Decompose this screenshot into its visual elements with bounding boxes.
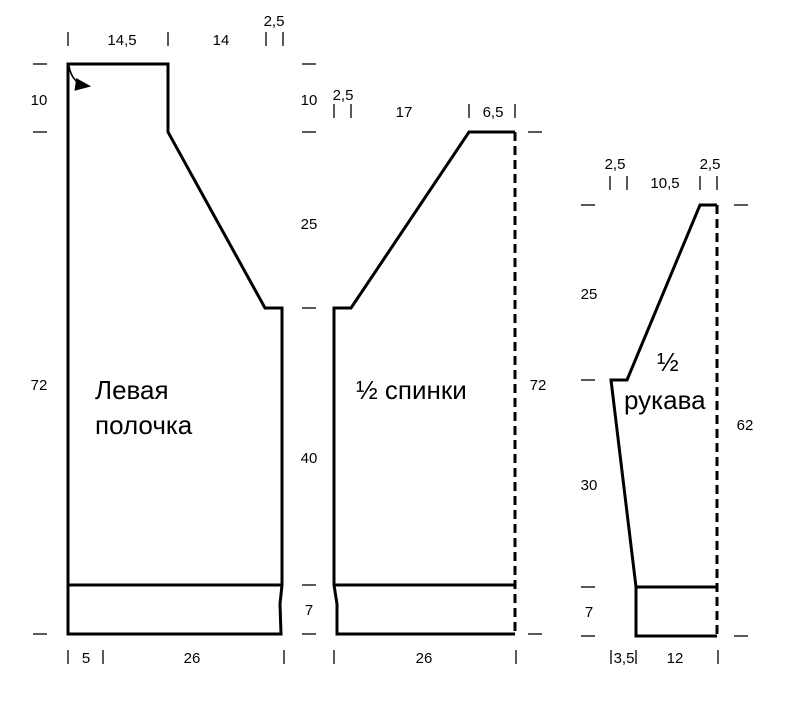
dim-front-shoulder-height: 10: [31, 92, 48, 109]
dim-sleeve-top-left-small: 2,5: [605, 156, 626, 173]
half-sleeve-piece: ½ рукава 2,5 10,5 2,5 25 30 7 62 3,5 12: [581, 156, 754, 667]
dim-sleeve-top-right-small: 2,5: [700, 156, 721, 173]
dim-sleeve-total-height: 62: [737, 417, 754, 434]
left-front-outline: [66, 62, 284, 636]
middle-height-column: 10 25 40 7: [301, 63, 318, 635]
left-front-title-line2: полочка: [95, 410, 193, 440]
dim-front-total-height: 72: [31, 377, 48, 394]
half-sleeve-title-line2: рукава: [624, 385, 706, 415]
dim-back-total-height: 72: [530, 377, 547, 394]
dim-sleeve-bottom-width: 12: [667, 650, 684, 667]
half-back-title: ½ спинки: [356, 375, 467, 405]
dim-body-height: 40: [301, 450, 318, 467]
dim-front-bottom-band: 5: [82, 650, 90, 667]
dim-sleeve-cap-height: 25: [581, 286, 598, 303]
dim-front-bottom-width: 26: [184, 650, 201, 667]
dim-sleeve-body-height: 30: [581, 477, 598, 494]
dim-armhole-height: 25: [301, 216, 318, 233]
dim-front-shoulder-height-right: 10: [301, 92, 318, 109]
dim-band-height: 7: [305, 602, 313, 619]
dim-front-top-small: 2,5: [264, 13, 285, 30]
half-back-outline: [332, 130, 515, 636]
left-front-title-line1: Левая: [95, 375, 169, 405]
dim-front-neck-width: 14: [213, 32, 230, 49]
dim-back-top-small: 2,5: [333, 87, 354, 104]
dim-back-top-mid: 17: [396, 104, 413, 121]
dim-sleeve-top-mid: 10,5: [650, 175, 679, 192]
dim-sleeve-bottom-left: 3,5: [614, 650, 635, 667]
half-back-piece: ½ спинки 2,5 17 6,5 72 26: [332, 87, 547, 667]
half-sleeve-outline: [609, 203, 717, 638]
left-front-piece: Левая полочка 14,5 14 2,5 10 72 5 26: [31, 13, 285, 667]
half-sleeve-title-line1: ½: [657, 347, 679, 377]
dim-sleeve-band-height: 7: [585, 604, 593, 621]
fold-arrow-icon: [68, 65, 92, 91]
dim-back-bottom-width: 26: [416, 650, 433, 667]
dim-back-top-neck: 6,5: [483, 104, 504, 121]
dim-front-top-width: 14,5: [107, 32, 136, 49]
